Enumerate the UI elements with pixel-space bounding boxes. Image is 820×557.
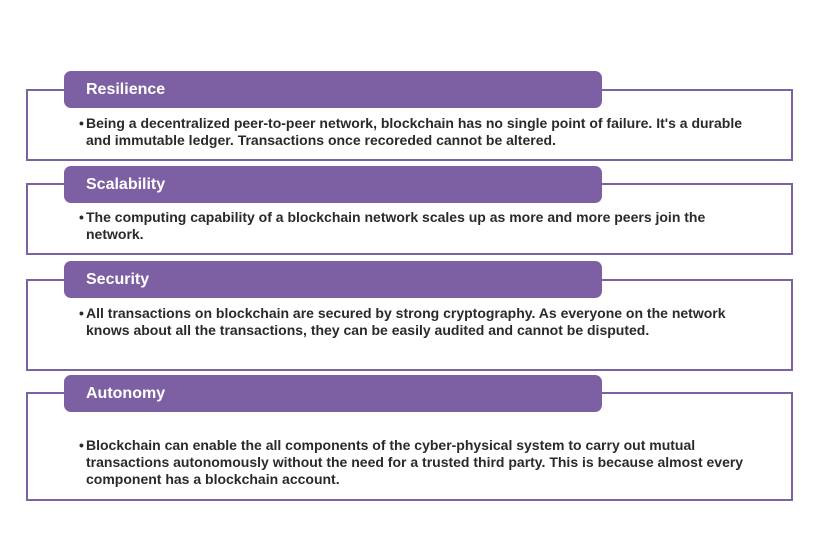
scalability-description: • The computing capability of a blockcha… bbox=[79, 209, 746, 243]
security-description: • All transactions on blockchain are sec… bbox=[79, 305, 746, 339]
bullet-marker: • bbox=[79, 437, 84, 453]
security-heading: Security bbox=[64, 261, 602, 298]
resilience-heading: Resilience bbox=[64, 71, 602, 108]
resilience-description: • Being a decentralized peer-to-peer net… bbox=[79, 115, 746, 149]
resilience-text: Being a decentralized peer-to-peer netwo… bbox=[86, 115, 743, 148]
autonomy-text: Blockchain can enable the all components… bbox=[86, 437, 744, 487]
scalability-text: The computing capability of a blockchain… bbox=[86, 209, 706, 242]
autonomy-description: • Blockchain can enable the all componen… bbox=[79, 437, 746, 488]
bullet-marker: • bbox=[79, 209, 84, 225]
autonomy-heading: Autonomy bbox=[64, 375, 602, 412]
bullet-marker: • bbox=[79, 115, 84, 131]
bullet-marker: • bbox=[79, 305, 84, 321]
security-text: All transactions on blockchain are secur… bbox=[86, 305, 726, 338]
scalability-heading: Scalability bbox=[64, 166, 602, 203]
